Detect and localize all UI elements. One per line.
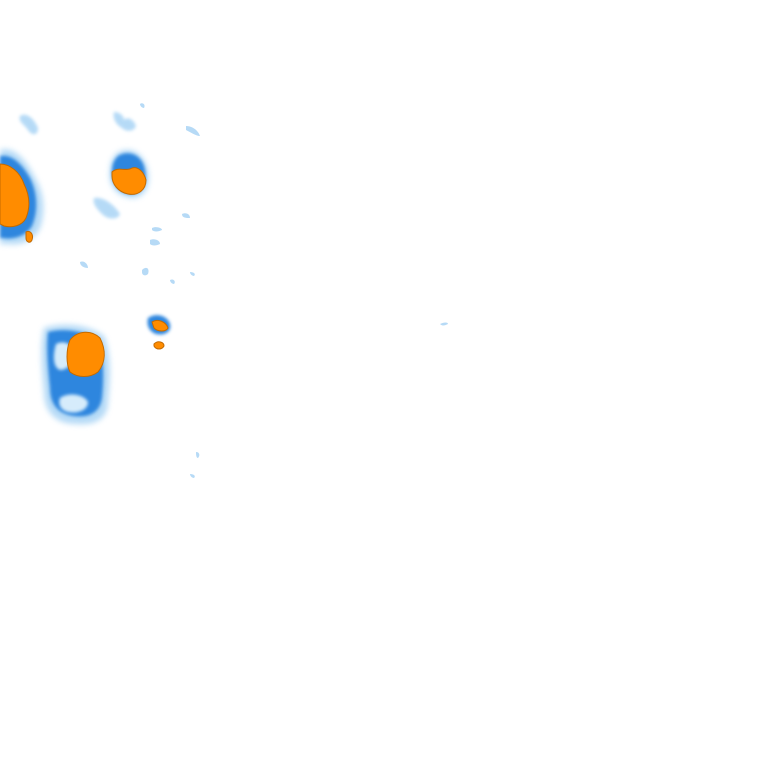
storm-cell-north [109, 149, 149, 198]
storm-cell-small-east [147, 315, 171, 350]
storm-cell-central [41, 324, 110, 425]
storm-cell-west [0, 149, 44, 245]
scattered-echoes [19, 103, 448, 478]
